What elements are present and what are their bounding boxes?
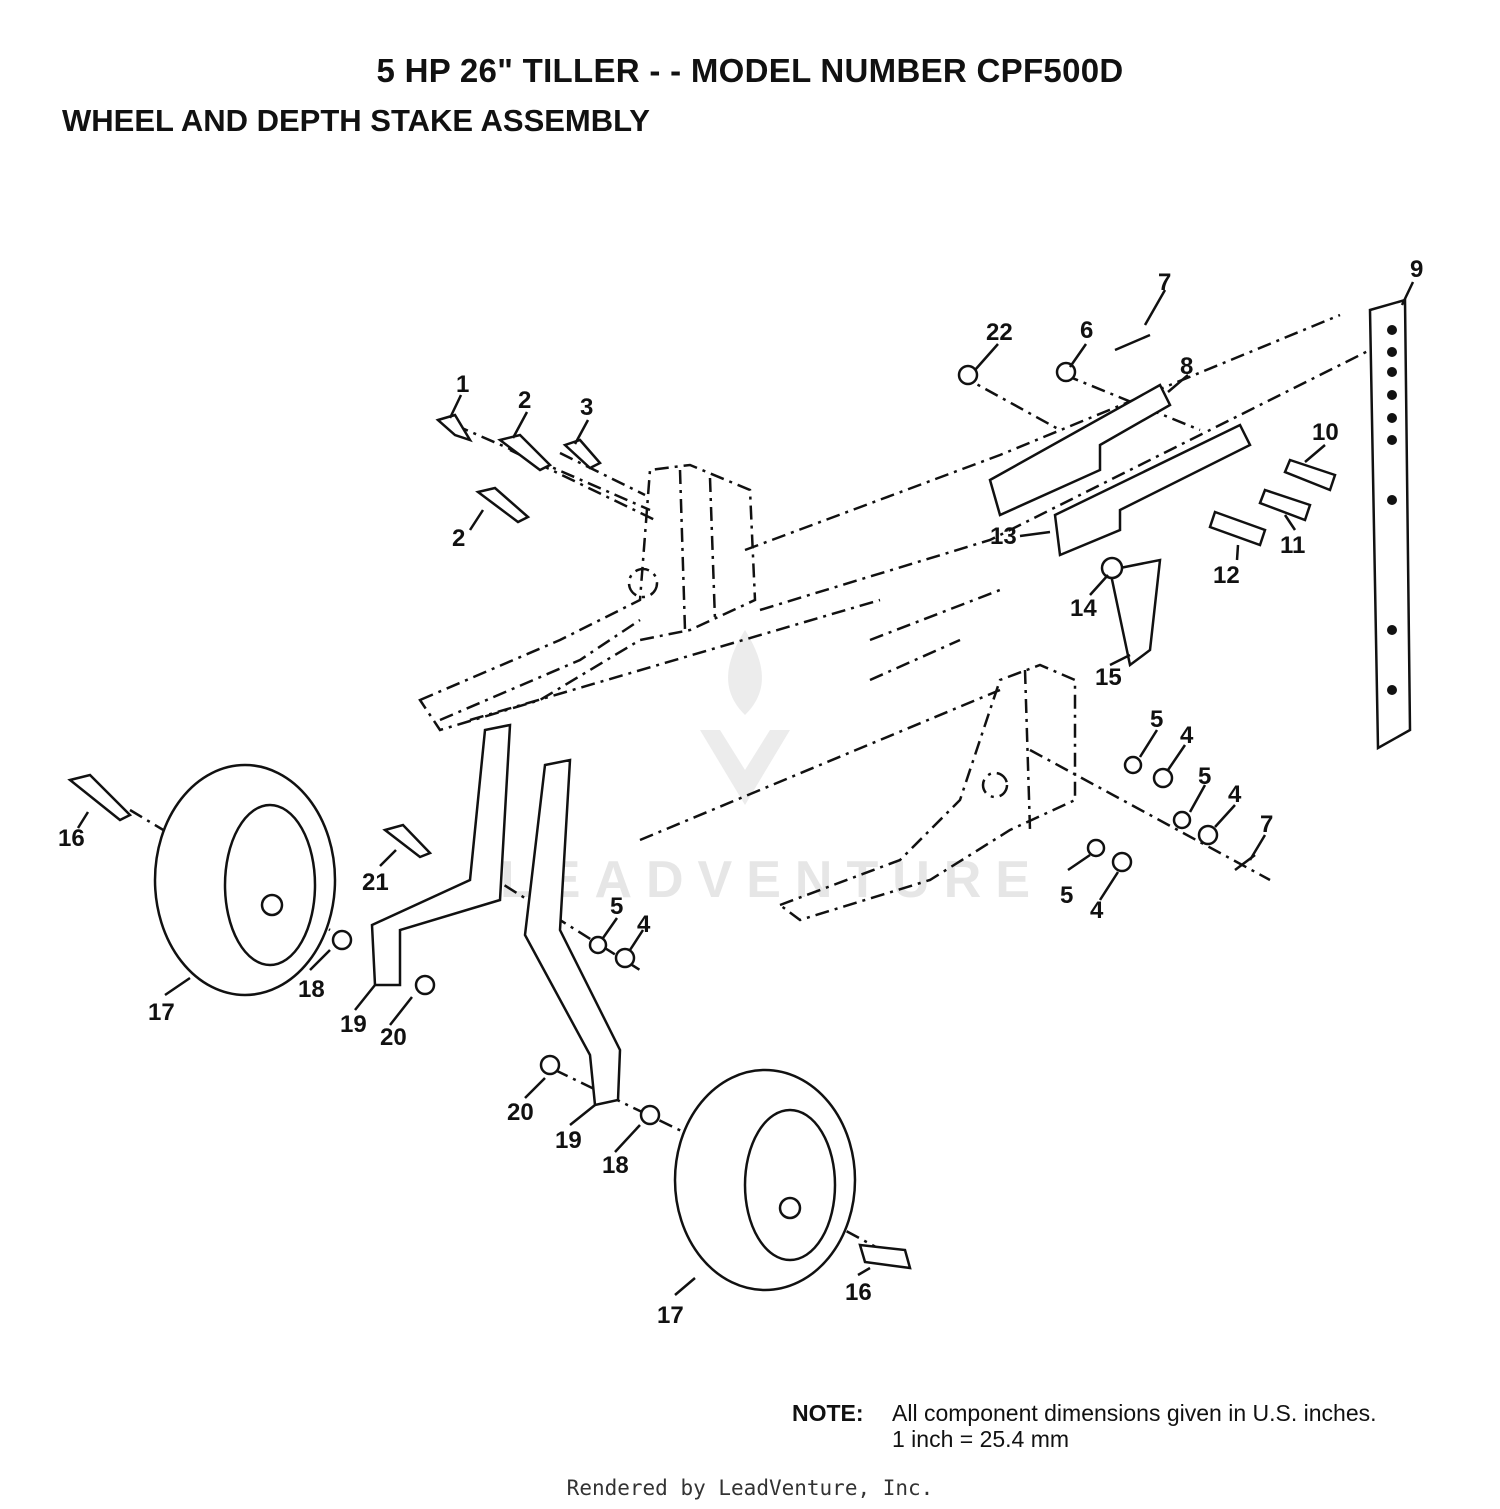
callout-14: 14 (1070, 595, 1097, 622)
diagram-title: 5 HP 26" TILLER - - MODEL NUMBER CPF500D (376, 52, 1124, 89)
callout-4c: 4 (1090, 897, 1104, 924)
callout-10: 10 (1312, 419, 1339, 446)
note-line-1: All component dimensions given in U.S. i… (892, 1400, 1377, 1426)
callout-17a: 17 (148, 999, 175, 1026)
callout-11: 11 (1280, 532, 1305, 559)
wheel-left (153, 763, 337, 997)
callout-20b: 20 (507, 1099, 534, 1126)
callout-20a: 20 (380, 1024, 407, 1051)
callout-4d: 4 (637, 911, 651, 938)
footer-credit: Rendered by LeadVenture, Inc. (566, 1476, 934, 1500)
callout-2b: 2 (452, 525, 465, 552)
stake-brackets (988, 383, 1252, 668)
callout-13: 13 (990, 523, 1017, 550)
callout-22: 22 (986, 319, 1013, 346)
callout-12: 12 (1213, 562, 1240, 589)
wheel-right (673, 1068, 857, 1292)
callout-6: 6 (1080, 317, 1093, 344)
callout-16b: 16 (845, 1279, 872, 1306)
callout-5b: 5 (1198, 763, 1211, 790)
callout-17b: 17 (657, 1302, 684, 1329)
depth-stake (1368, 298, 1412, 751)
nuts-and-washers (331, 333, 1256, 1126)
callout-3: 3 (580, 394, 593, 421)
diagram-subtitle: WHEEL AND DEPTH STAKE ASSEMBLY (62, 103, 650, 138)
callout-19a: 19 (340, 1011, 367, 1038)
callout-8: 8 (1180, 353, 1193, 380)
callout-1: 1 (456, 371, 469, 398)
callout-7: 7 (1158, 269, 1171, 296)
callout-19b: 19 (555, 1127, 582, 1154)
callout-5c: 5 (1060, 882, 1073, 909)
callout-18a: 18 (298, 976, 325, 1003)
callout-2: 2 (518, 387, 531, 414)
callout-21: 21 (362, 869, 389, 896)
callout-7b: 7 (1260, 811, 1273, 838)
callout-4b: 4 (1228, 781, 1242, 808)
callout-9: 9 (1410, 256, 1423, 283)
callout-4a: 4 (1180, 722, 1194, 749)
callout-5d: 5 (610, 893, 623, 920)
callout-18b: 18 (602, 1152, 629, 1179)
callout-15: 15 (1095, 664, 1122, 691)
note-label: NOTE: (792, 1400, 864, 1426)
leadventure-logo (700, 630, 790, 805)
right-frame-bracket (777, 663, 1077, 922)
callout-16a: 16 (58, 825, 85, 852)
left-frame-bracket (418, 463, 757, 732)
wheel-brackets (370, 723, 622, 1107)
note-line-2: 1 inch = 25.4 mm (892, 1426, 1070, 1452)
callout-labels: 1 2 3 2 22 6 7 8 9 10 11 12 13 14 15 5 4… (58, 256, 1423, 1329)
watermark: LEADVENTURE (500, 851, 1045, 909)
callout-5a: 5 (1150, 706, 1163, 733)
